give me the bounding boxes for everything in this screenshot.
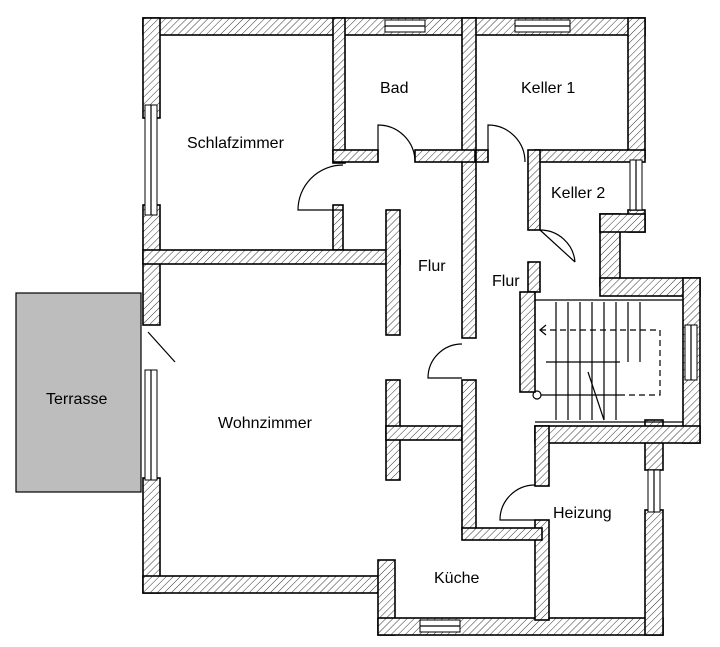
- label-keller-2: Keller 2: [551, 185, 605, 202]
- stairs: [532, 299, 683, 423]
- windows: [144, 19, 698, 633]
- label-schlafzimmer: Schlafzimmer: [187, 135, 285, 152]
- doors: [147, 124, 576, 521]
- label-wohnzimmer: Wohnzimmer: [218, 415, 313, 432]
- label-terrasse: Terrasse: [46, 391, 107, 408]
- label-kueche: Küche: [434, 570, 479, 587]
- terrace-area: [15, 292, 142, 493]
- label-bad: Bad: [380, 80, 408, 97]
- label-keller-1: Keller 1: [521, 80, 575, 97]
- label-flur-right: Flur: [492, 273, 520, 290]
- label-heizung: Heizung: [553, 505, 612, 522]
- label-flur-left: Flur: [418, 258, 446, 275]
